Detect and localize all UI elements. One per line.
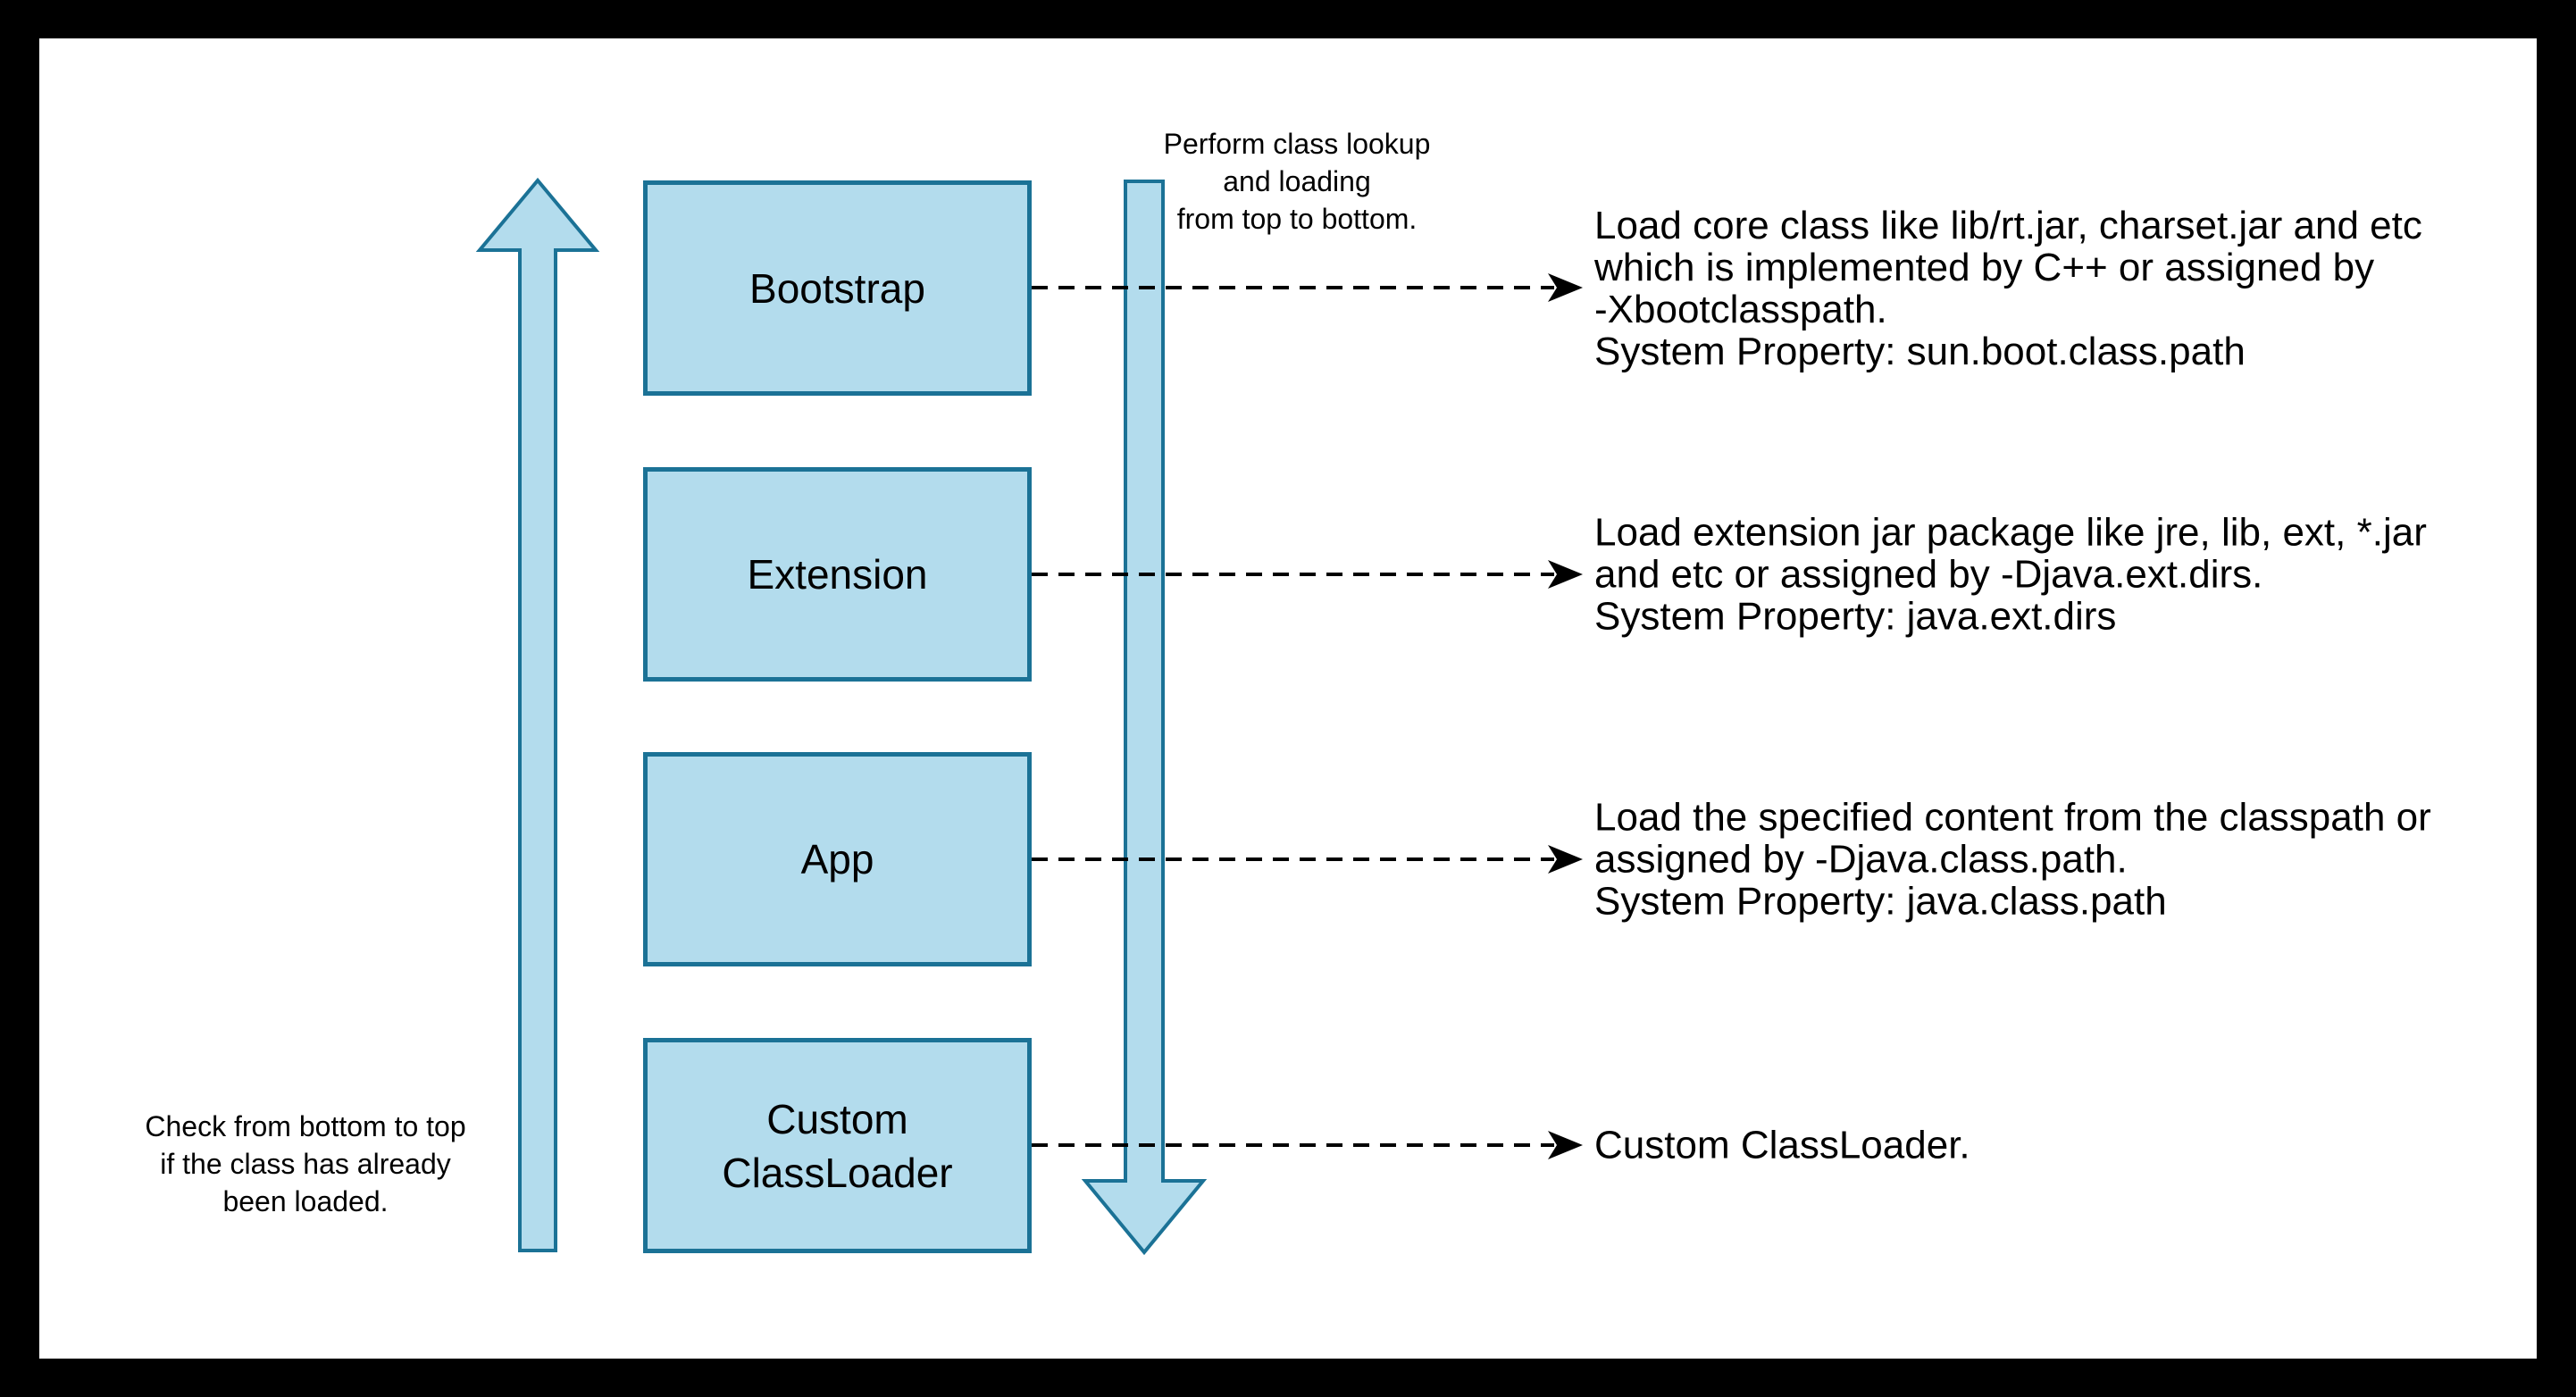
- diagram-surface: [39, 38, 2537, 1359]
- loader-box-bootstrap: Bootstrap: [643, 180, 1032, 396]
- connector-bootstrap: [1032, 273, 1583, 302]
- loader-box-app: App: [643, 752, 1032, 966]
- note-check-bottom-to-top: Check from bottom to top if the class ha…: [145, 1110, 466, 1217]
- connector-custom-classloader-arrowhead-icon: [1548, 1131, 1583, 1159]
- downward-flow-arrow-icon: [1081, 180, 1208, 1256]
- connector-app: [1032, 845, 1583, 874]
- upward-flow-arrow-icon: [475, 177, 600, 1252]
- description-app: Load the specified content from the clas…: [1594, 795, 2431, 924]
- loader-box-extension: Extension: [643, 467, 1032, 682]
- connector-extension-arrowhead-icon: [1548, 560, 1583, 589]
- description-extension: Load extension jar package like jre, lib…: [1594, 510, 2427, 639]
- description-bootstrap: Load core class like lib/rt.jar, charset…: [1594, 204, 2422, 373]
- connector-custom-classloader: [1032, 1131, 1583, 1159]
- loader-box-extension-label: Extension: [747, 551, 928, 598]
- note-lookup-top-to-bottom: Perform class lookup and loading from to…: [1163, 128, 1431, 235]
- connector-bootstrap-arrowhead-icon: [1548, 273, 1583, 302]
- description-custom-classloader: Custom ClassLoader.: [1594, 1123, 1970, 1167]
- loader-box-app-label: App: [800, 836, 874, 883]
- connector-extension: [1032, 560, 1583, 589]
- loader-box-custom-classloader-label: Custom ClassLoader: [722, 1095, 953, 1196]
- loader-box-bootstrap-label: Bootstrap: [749, 264, 925, 312]
- connector-app-arrowhead-icon: [1548, 845, 1583, 874]
- loader-box-custom-classloader: Custom ClassLoader: [643, 1038, 1032, 1253]
